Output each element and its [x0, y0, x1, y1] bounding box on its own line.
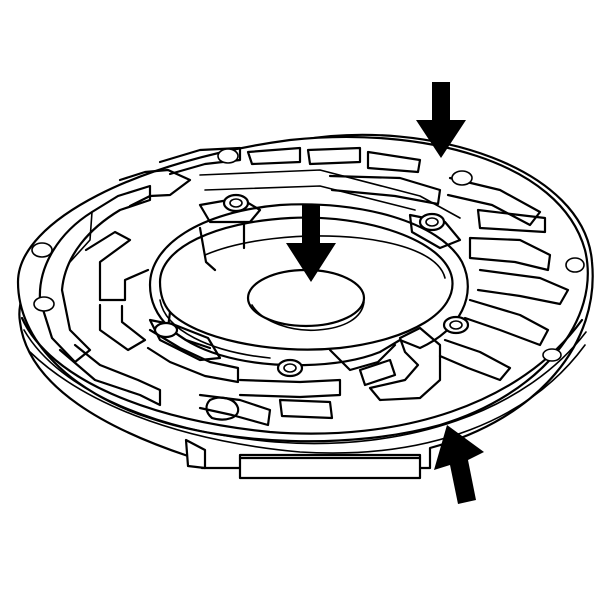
fluid-channels — [38, 146, 570, 427]
arrow-top-right-icon — [416, 82, 466, 158]
arrow-bottom-right-icon — [434, 425, 484, 504]
outer-bolt-holes — [31, 148, 585, 362]
arrow-center-icon — [286, 204, 336, 282]
inner-bolt-holes — [153, 193, 470, 378]
central-bore — [158, 216, 454, 372]
